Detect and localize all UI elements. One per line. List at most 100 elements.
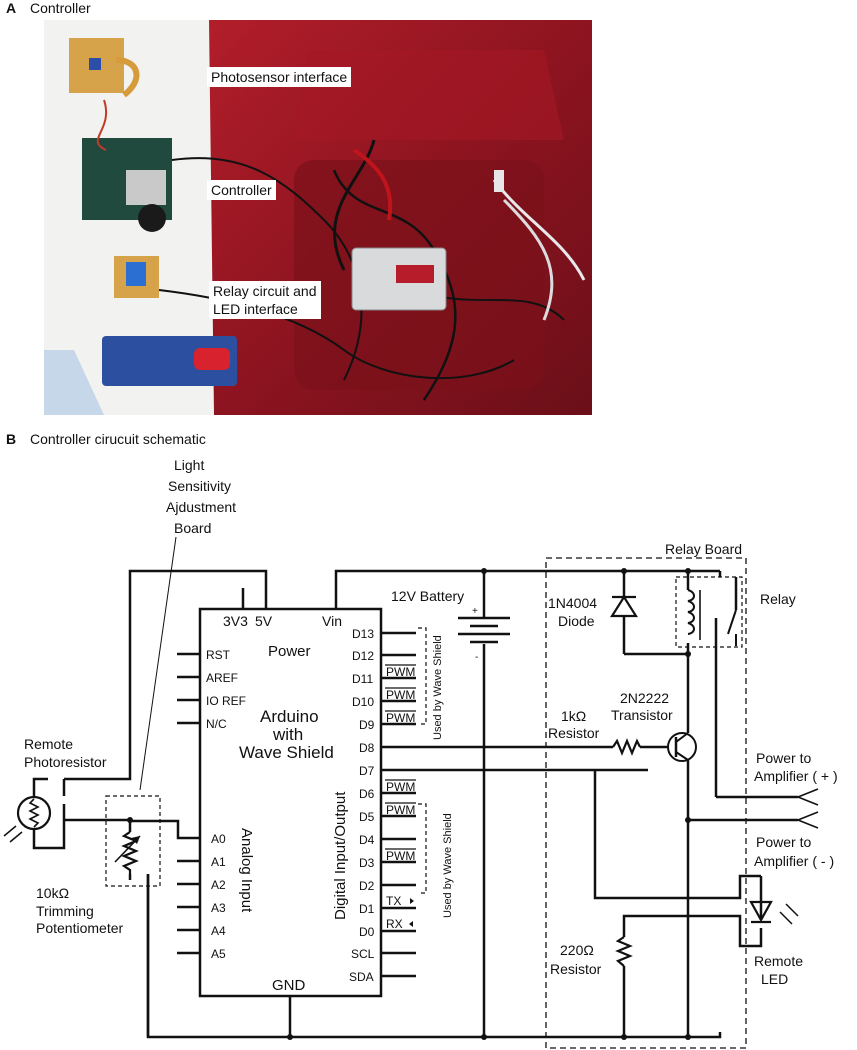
relay-coil	[687, 589, 695, 635]
pin-rst: RST	[206, 648, 231, 662]
gnd-label: GND	[272, 977, 306, 994]
pin-d3: D3	[359, 856, 375, 870]
pin-d7: D7	[359, 764, 375, 778]
transistor-label-1: 2N2222	[620, 690, 669, 706]
diode-label-2: Diode	[558, 613, 595, 629]
callout-relay-line1: Relay circuit and	[213, 283, 317, 299]
circuit-schematic: Light Sensitivity Ajdustment Board Relay…	[3, 457, 838, 1049]
callout-controller: Controller	[207, 180, 276, 200]
pwm-d6: PWM	[386, 780, 415, 794]
photoresistor-label-2: Photoresistor	[24, 754, 107, 770]
amp-plus-connector	[797, 788, 819, 806]
transistor-label-2: Transistor	[611, 707, 673, 723]
pin-d12: D12	[352, 649, 374, 663]
pin-scl: SCL	[351, 947, 375, 961]
rx-label: RX	[386, 917, 403, 931]
photoresistor-label-1: Remote	[24, 736, 73, 752]
callout-relay-led: Relay circuit and LED interface	[209, 281, 321, 319]
pin-a0: A0	[211, 832, 226, 846]
wire-vin-rail	[334, 569, 720, 609]
light-board-label-1: Light	[174, 457, 204, 473]
resistor-1k-symbol	[612, 738, 641, 756]
relay-switch	[727, 609, 737, 635]
amp-minus-label-1: Power to	[756, 834, 811, 850]
light-board-label-4: Board	[174, 520, 211, 536]
callout-photosensor: Photosensor interface	[207, 67, 352, 87]
pin-a5: A5	[211, 947, 226, 961]
resistor-220-label-2: Resistor	[550, 961, 602, 977]
digital-io-label: Digital Input/Output	[332, 791, 349, 920]
wave-shield-label-bottom: Used by Wave Shield	[442, 813, 454, 918]
pin-a4: A4	[211, 924, 226, 938]
led-label-1: Remote	[754, 953, 803, 969]
potentiometer-symbol	[121, 831, 139, 874]
potentiometer-label-1: 10kΩ	[36, 885, 69, 901]
wave-shield-label-top: Used by Wave Shield	[432, 635, 444, 740]
wire-a0	[130, 819, 200, 840]
pin-a1: A1	[211, 855, 226, 869]
relay-outline	[675, 576, 743, 648]
potentiometer-label-3: Potentiometer	[36, 920, 123, 936]
tx-label: TX	[386, 894, 401, 908]
pin-3v3: 3V3	[223, 613, 248, 629]
pin-a3: A3	[211, 901, 226, 915]
analog-input-label: Analog Input	[238, 828, 255, 913]
pin-d13: D13	[352, 627, 374, 641]
arduino-name-1: Arduino	[260, 707, 319, 726]
light-board-outline	[105, 795, 161, 887]
diode-label-1: 1N4004	[548, 595, 597, 611]
pin-aref: AREF	[206, 671, 238, 685]
pin-d5: D5	[359, 810, 375, 824]
amp-minus-label-2: Amplifier ( - )	[754, 853, 834, 869]
transistor-symbol	[667, 732, 697, 762]
pin-d10: D10	[352, 695, 374, 709]
wire-5v-photoresistor	[64, 569, 268, 781]
resistor-1k-label-1: 1kΩ	[561, 708, 586, 724]
pin-sda: SDA	[349, 970, 374, 984]
pin-d9: D9	[359, 718, 375, 732]
pin-d2: D2	[359, 879, 375, 893]
panel-b-title: Controller cirucuit schematic	[30, 431, 206, 447]
panel-a-title: Controller	[30, 0, 91, 16]
pin-d6: D6	[359, 787, 375, 801]
pwm-d3: PWM	[386, 849, 415, 863]
amp-minus-connector	[797, 811, 819, 829]
led-symbol	[749, 900, 799, 925]
relay-board-label: Relay Board	[665, 541, 742, 557]
potentiometer-label-2: Trimming	[36, 903, 94, 919]
wave-shield-bracket-top	[418, 627, 427, 725]
pin-d8: D8	[359, 741, 375, 755]
battery-plus: +	[472, 606, 478, 617]
battery-minus: -	[475, 652, 478, 663]
resistor-1k-label-2: Resistor	[548, 725, 600, 741]
light-board-label-3: Ajdustment	[166, 499, 236, 515]
led-label-2: LED	[761, 971, 788, 987]
pin-d4: D4	[359, 833, 375, 847]
light-board-label-2: Sensitivity	[168, 478, 231, 494]
arduino-name-3: Wave Shield	[239, 743, 334, 762]
light-board-leader	[139, 536, 177, 791]
power-label: Power	[268, 643, 311, 660]
pwm-d10: PWM	[386, 688, 415, 702]
relay-label: Relay	[760, 591, 796, 607]
amp-plus-label-1: Power to	[756, 750, 811, 766]
pwm-d9: PWM	[386, 711, 415, 725]
pin-5v: 5V	[255, 613, 273, 629]
relay-board-outline	[545, 557, 747, 1049]
wire-d7-led	[593, 770, 761, 900]
pin-d1: D1	[359, 902, 375, 916]
pin-d0: D0	[359, 925, 375, 939]
diode-symbol	[610, 594, 638, 618]
arduino-name-2: with	[272, 725, 303, 744]
battery-label: 12V Battery	[391, 588, 464, 604]
resistor-220-label-1: 220Ω	[560, 942, 594, 958]
pin-a2: A2	[211, 878, 226, 892]
panel-a-letter: A	[6, 0, 17, 16]
pin-nc: N/C	[206, 717, 227, 731]
amp-plus-label-2: Amplifier ( + )	[754, 768, 838, 784]
wave-shield-bracket-bottom	[418, 803, 427, 894]
panel-b-letter: B	[6, 431, 17, 447]
resistor-220-symbol	[615, 936, 633, 967]
arduino-board	[198, 607, 383, 998]
wire-ground-bus	[146, 874, 722, 1039]
